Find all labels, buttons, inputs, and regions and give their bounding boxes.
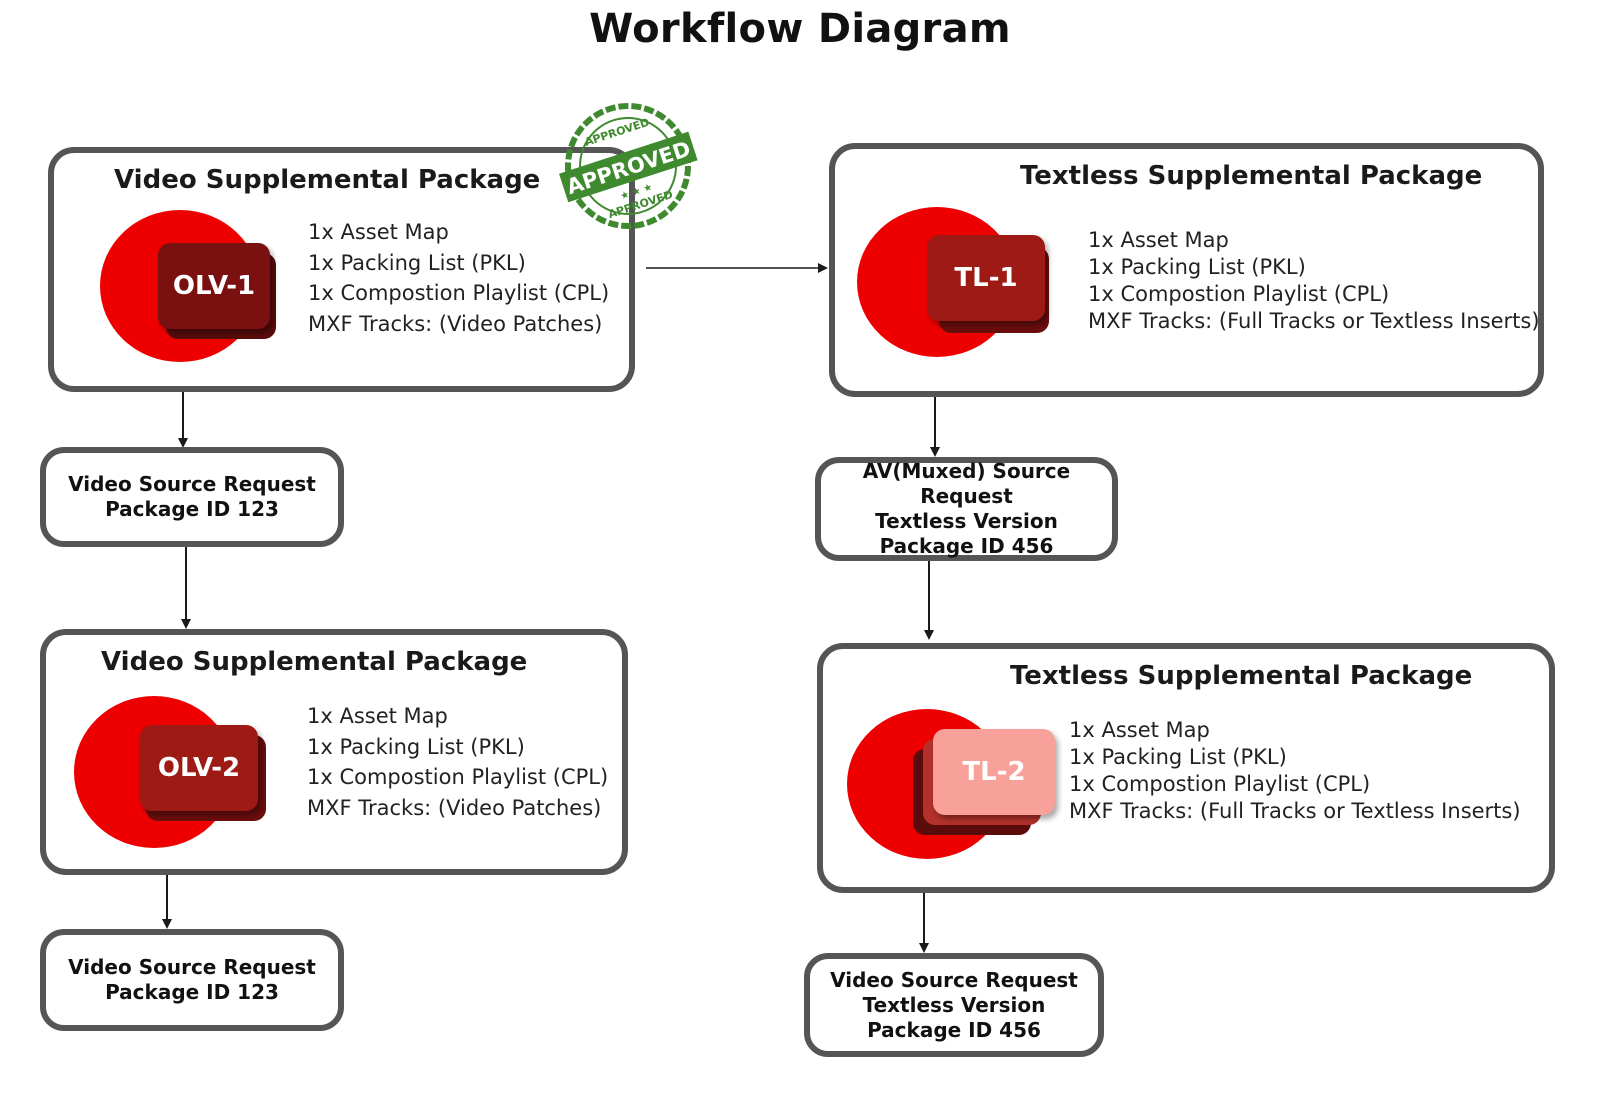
- package-tl-1: Textless Supplemental Package TL-1 1x As…: [829, 143, 1544, 397]
- badge-olv-1: OLV-1: [158, 243, 270, 329]
- content-line: 1x Asset Map: [1088, 228, 1229, 252]
- badge-tl-2: TL-2: [933, 729, 1055, 815]
- request-line: Video Source Request: [830, 967, 1078, 992]
- request-box-av-muxed-456: AV(Muxed) Source Request Textless Versio…: [815, 457, 1118, 561]
- request-line: Package ID 456: [867, 1017, 1041, 1042]
- package-olv-2: Video Supplemental Package OLV-2 1x Asse…: [40, 629, 628, 875]
- content-line: 1x Packing List (PKL): [1069, 745, 1287, 769]
- content-line: 1x Asset Map: [1069, 718, 1210, 742]
- request-line: Package ID 456: [879, 534, 1054, 558]
- package-title: Textless Supplemental Package: [1020, 161, 1483, 191]
- package-title: Textless Supplemental Package: [1010, 661, 1473, 691]
- request-box-video-123: Video Source Request Package ID 123: [40, 447, 344, 547]
- content-line: 1x Asset Map: [308, 220, 449, 244]
- content-line: 1x Compostion Playlist (CPL): [1069, 772, 1371, 796]
- package-contents: 1x Asset Map 1x Packing List (PKL) 1x Co…: [1069, 717, 1521, 825]
- package-title: Video Supplemental Package: [114, 165, 541, 195]
- content-line: 1x Asset Map: [307, 704, 448, 728]
- package-tl-2: Textless Supplemental Package TL-2 1x As…: [817, 643, 1555, 893]
- content-line: MXF Tracks: (Full Tracks or Textless Ins…: [1088, 309, 1540, 333]
- package-contents: 1x Asset Map 1x Packing List (PKL) 1x Co…: [308, 217, 609, 339]
- request-box-video-123-bottom: Video Source Request Package ID 123: [40, 929, 344, 1031]
- content-line: 1x Compostion Playlist (CPL): [307, 765, 609, 789]
- content-line: MXF Tracks: (Full Tracks or Textless Ins…: [1069, 799, 1521, 823]
- content-line: 1x Packing List (PKL): [308, 250, 526, 275]
- request-line: Package ID 123: [105, 980, 279, 1004]
- package-olv-1: Video Supplemental Package OLV-1 1x Asse…: [48, 147, 635, 392]
- content-line: 1x Packing List (PKL): [307, 734, 525, 759]
- approved-stamp: APPROVED APPROVED APPROVED ★ ★ ★: [559, 103, 698, 229]
- content-line: MXF Tracks: (Video Patches): [308, 311, 603, 336]
- content-line: MXF Tracks: (Video Patches): [307, 795, 602, 820]
- content-line: 1x Packing List (PKL): [1088, 255, 1306, 279]
- request-line: Video Source Request: [68, 955, 316, 979]
- package-contents: 1x Asset Map 1x Packing List (PKL) 1x Co…: [307, 701, 608, 823]
- request-line: Package ID 123: [105, 497, 279, 521]
- content-line: 1x Compostion Playlist (CPL): [1088, 282, 1390, 306]
- request-line: Textless Version: [875, 509, 1058, 533]
- content-line: 1x Compostion Playlist (CPL): [308, 281, 610, 305]
- request-line: Textless Version: [862, 992, 1046, 1017]
- package-contents: 1x Asset Map 1x Packing List (PKL) 1x Co…: [1088, 227, 1540, 335]
- request-line: AV(Muxed) Source Request: [862, 459, 1071, 508]
- package-title: Video Supplemental Package: [101, 647, 528, 677]
- request-box-video-456-bottom: Video Source Request Textless Version Pa…: [804, 953, 1104, 1057]
- badge-tl-1: TL-1: [927, 235, 1045, 321]
- request-line: Video Source Request: [68, 472, 316, 496]
- badge-olv-2: OLV-2: [140, 725, 258, 811]
- diagram-title: Workflow Diagram: [589, 6, 1011, 52]
